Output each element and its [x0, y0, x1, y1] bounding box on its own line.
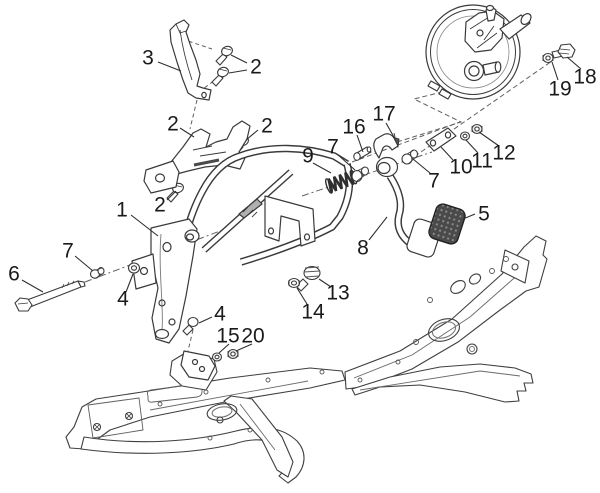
- bolt-2-a: [215, 45, 233, 66]
- callout-5: 5: [478, 202, 490, 226]
- switch-13: [295, 265, 321, 292]
- bushing-7-mid: [351, 166, 370, 183]
- bolt-2-b: [211, 66, 229, 87]
- callout-7-b: 7: [327, 135, 339, 159]
- washer-11: [459, 131, 471, 141]
- bolt-6: [14, 280, 86, 312]
- callout-6: 6: [8, 262, 20, 286]
- nut-12: [471, 123, 483, 135]
- callout-8: 8: [357, 236, 369, 260]
- callout-19: 19: [548, 77, 572, 101]
- brake-booster-assembly: [425, 4, 532, 100]
- callout-2-c: 2: [261, 114, 273, 138]
- callout-16: 16: [342, 115, 366, 139]
- pin-16: [353, 146, 372, 161]
- callout-18: 18: [573, 65, 597, 89]
- callout-9: 9: [302, 144, 314, 168]
- plug-4-lower: [182, 316, 199, 336]
- nut-14: [287, 277, 301, 289]
- callout-3: 3: [142, 46, 154, 70]
- callout-10: 10: [449, 155, 473, 179]
- callout-14: 14: [301, 300, 325, 324]
- callout-1: 1: [116, 198, 128, 222]
- callout-20: 20: [241, 324, 265, 348]
- washer-15: [211, 352, 223, 362]
- bolt-18: [551, 43, 576, 59]
- pedal-pad-5: [428, 203, 466, 245]
- callout-2-b: 2: [167, 112, 179, 136]
- callout-4-b: 4: [214, 302, 226, 326]
- bracket-3: [169, 19, 212, 101]
- nut-20: [227, 348, 239, 360]
- pedal-bracket-1: [131, 120, 354, 381]
- brake-pedal-8: [373, 133, 442, 258]
- callout-2-a: 2: [250, 55, 262, 79]
- callout-12: 12: [492, 141, 516, 165]
- plate-10: [425, 127, 457, 152]
- bushing-7-right: [401, 149, 419, 165]
- callout-7-c: 7: [428, 169, 440, 193]
- bushing-7-left: [89, 267, 105, 279]
- callout-17: 17: [372, 102, 396, 126]
- washer-4-left: [127, 262, 141, 274]
- frame-crossmember: [65, 235, 548, 484]
- leader-lines: [21, 54, 582, 354]
- callout-11: 11: [471, 149, 493, 173]
- nut-19: [542, 52, 554, 64]
- callout-13: 13: [326, 281, 350, 305]
- callout-15: 15: [216, 324, 240, 348]
- callout-2-d: 2: [154, 193, 166, 217]
- callout-7-a: 7: [62, 239, 74, 263]
- callout-4-a: 4: [117, 287, 129, 311]
